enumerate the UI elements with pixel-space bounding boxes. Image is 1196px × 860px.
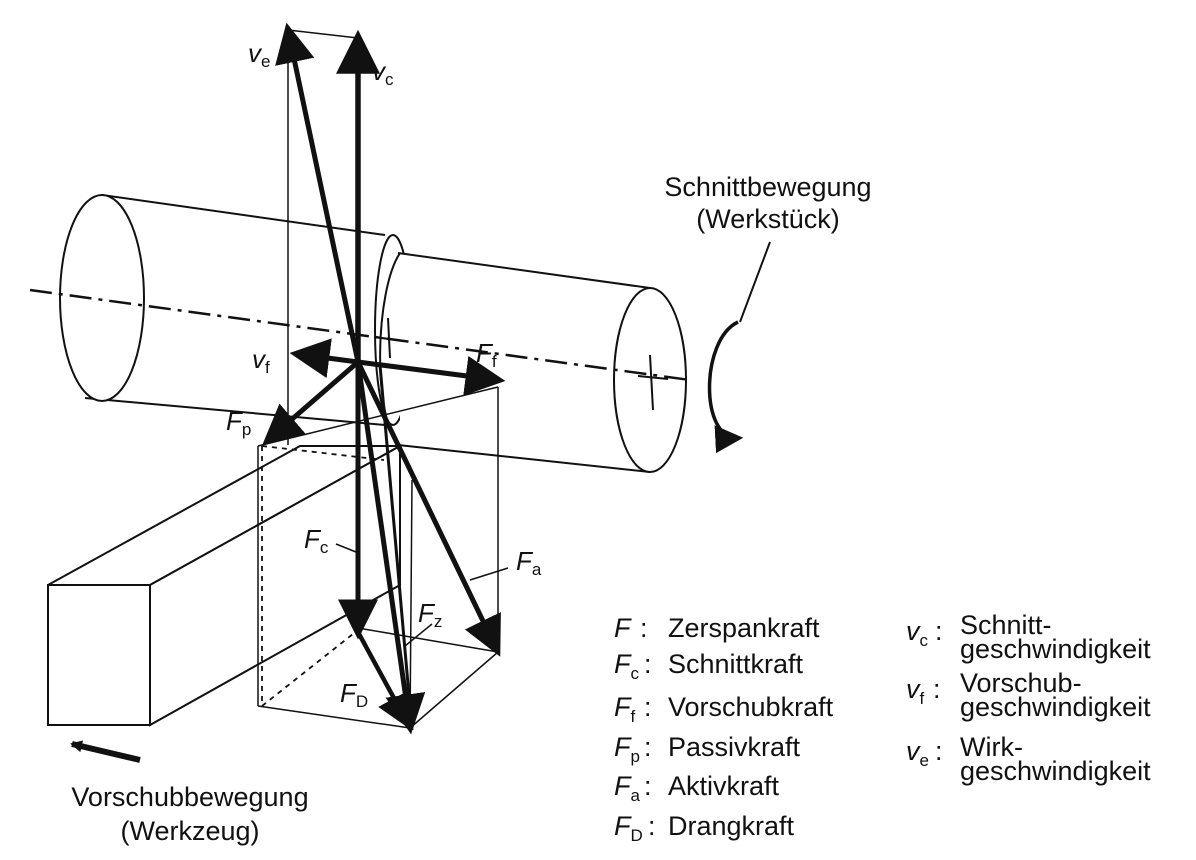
legend-item-F: F : Zerspankraft [614,613,820,643]
label-ve: ve [248,38,270,71]
legend-item-Fa: Fa : Aktivkraft [614,771,780,805]
svg-text:Ff: Ff [614,692,636,726]
svg-text:vf: vf [906,674,925,708]
arrow-Fz-thin [378,364,414,731]
svg-text:Wirk-: Wirk- [960,732,1023,762]
arrow-FD [356,630,412,730]
arrow-vf [289,338,359,379]
arrow-Fa [355,360,501,657]
legend-item-ve: ve : Wirk- geschwindigkeit [906,732,1151,786]
svg-text:geschwindigkeit: geschwindigkeit [960,692,1151,722]
svg-text:Passivkraft: Passivkraft [668,732,801,762]
svg-text:Fa: Fa [614,771,641,805]
feed-motion-sublabel: (Werkzeug) [120,816,259,846]
svg-text:Vorschub-: Vorschub- [960,668,1082,698]
svg-text::: : [935,616,943,646]
legend-item-FD: FD : Drangkraft [614,811,795,845]
svg-text:Aktivkraft: Aktivkraft [668,771,780,801]
svg-text:geschwindigkeit: geschwindigkeit [960,756,1151,786]
cutting-motion-label: Schnittbewegung [664,172,871,202]
svg-text:geschwindigkeit: geschwindigkeit [960,634,1151,664]
svg-text::: : [933,674,941,704]
legend-item-vf: vf : Vorschub- geschwindigkeit [906,668,1151,722]
svg-text:ve: ve [906,736,929,770]
svg-text::: : [644,692,652,722]
svg-text:Schnitt-: Schnitt- [960,610,1052,640]
svg-text:Vorschubkraft: Vorschubkraft [668,692,834,722]
force-box-hidden-edges [261,445,385,707]
arrow-ve [275,22,361,363]
cutting-motion-sublabel: (Werkstück) [696,204,840,234]
label-Fc: Fc [304,524,329,557]
svg-text:Drangkraft: Drangkraft [668,811,795,841]
svg-text:FD: FD [614,811,643,845]
svg-text::: : [935,736,943,766]
legend-item-Fp: Fp : Passivkraft [614,732,801,766]
right-cylinder-end [613,287,687,473]
svg-text:F: F [614,613,632,643]
workpiece [59,194,687,473]
tool [47,444,404,727]
svg-text::: : [644,649,652,679]
legend-item-Fc: Fc : Schnittkraft [614,649,804,683]
svg-text:Fp: Fp [614,732,640,766]
rotation-arrow [707,320,744,454]
svg-text::: : [648,811,656,841]
right-cylinder-body [400,253,650,472]
vector-label-group: ve vc vf Ff Fp Fc Fa Fz FD [226,38,542,711]
label-vc: vc [372,56,394,89]
legend-forces: F : Zerspankraft Fc : Schnittkraft Ff : … [614,613,834,845]
rotation-leader-line [739,241,771,323]
left-cylinder-end [59,194,145,402]
label-vf: vf [252,344,270,377]
label-Fa: Fa [516,546,542,579]
legend-item-Ff: Ff : Vorschubkraft [614,692,834,726]
svg-text:Fc: Fc [614,649,640,683]
svg-text::: : [644,771,652,801]
svg-text::: : [640,613,648,643]
legend-velocities: vc : Schnitt- geschwindigkeit vf : Vorsc… [906,610,1151,786]
svg-text:vc: vc [906,616,929,650]
label-Ff: Ff [476,338,497,371]
label-Fp: Fp [226,406,251,439]
axis-tick-marks [373,317,669,411]
tool-front-face [47,584,151,726]
svg-text:Zerspankraft: Zerspankraft [668,613,820,643]
label-leaders [335,543,509,647]
feed-motion-label: Vorschubbewegung [71,782,308,812]
feed-arrow [70,740,141,763]
legend-item-vc: vc : Schnitt- geschwindigkeit [906,610,1151,664]
arrow-F [355,361,426,735]
label-Fz: Fz [418,598,442,631]
svg-text::: : [644,732,652,762]
label-FD: FD [340,678,368,711]
arrow-Fp [262,360,360,445]
svg-text:Schnittkraft: Schnittkraft [668,649,804,679]
